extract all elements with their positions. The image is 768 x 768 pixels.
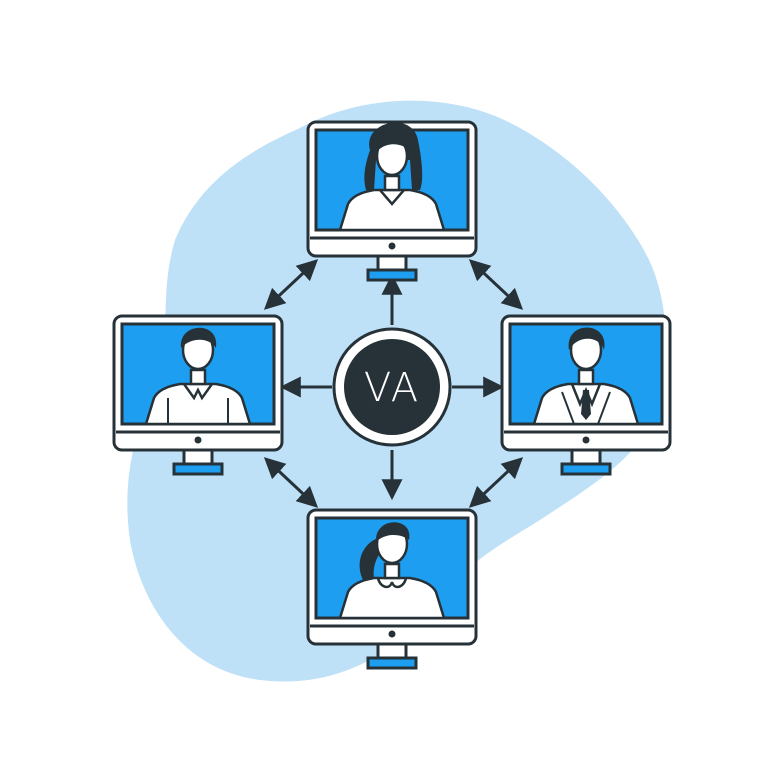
arrow-top-left [263, 259, 319, 310]
person-woman-ponytail-icon [338, 522, 446, 620]
monitor-left [112, 314, 284, 476]
person-man-casual-icon [144, 327, 252, 426]
hub: VA [332, 327, 452, 447]
person-woman-long-hair-icon [338, 122, 446, 232]
hub-label: VA [364, 365, 420, 411]
hub-inner-circle [344, 339, 440, 435]
connections [263, 259, 524, 508]
person-man-suit-icon [532, 327, 640, 426]
monitor-bottom [306, 508, 478, 670]
arrow-top-right [468, 259, 524, 310]
monitor-right [500, 314, 672, 476]
arrow-bottom-left [263, 457, 319, 508]
arrow-bottom-right [468, 457, 524, 508]
monitor-top [306, 120, 478, 282]
